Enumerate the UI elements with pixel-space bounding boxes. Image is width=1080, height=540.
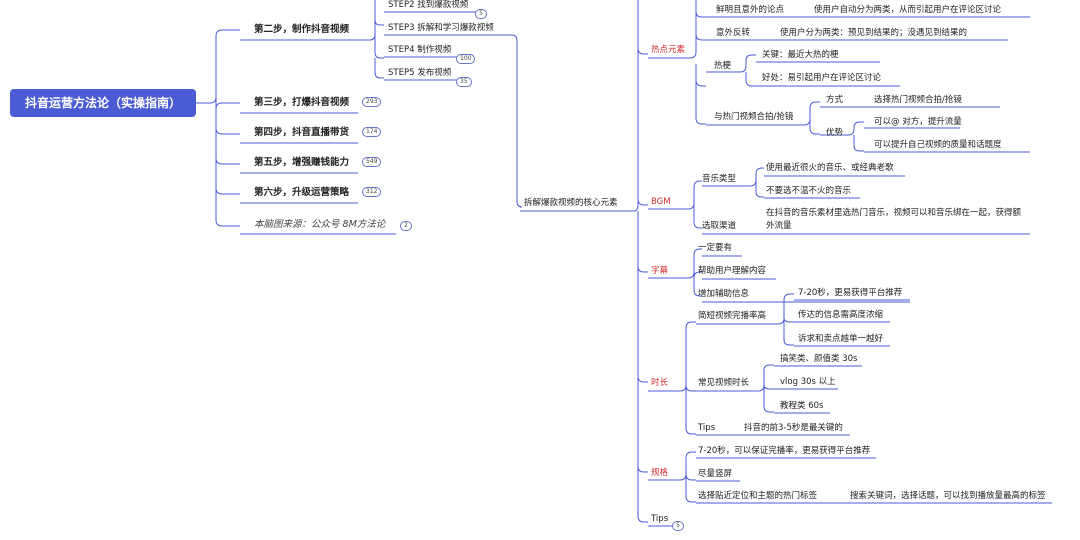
music-type-1[interactable]: 使用最近很火的音乐、或经典老歌 [766, 163, 894, 173]
count-badge[interactable]: 5 [475, 9, 487, 19]
count-badge[interactable]: 35 [456, 77, 472, 87]
advantage-1[interactable]: 可以@ 对方，提升流量 [874, 117, 962, 127]
duet-node[interactable]: 与热门视频合拍/抢镜 [714, 112, 794, 122]
hot-elements-node[interactable]: 热点元素 [651, 45, 686, 55]
step5-node[interactable]: STEP5 发布视频 [388, 68, 452, 78]
count-badge[interactable]: 312 [362, 187, 382, 197]
branch-step2[interactable]: 第二步，制作抖音视频 [254, 24, 350, 35]
step4-node[interactable]: STEP4 制作视频 [388, 45, 452, 55]
common-duration-node[interactable]: 常见视频时长 [698, 378, 750, 388]
branch-step5[interactable]: 第五步，增强赚钱能力 [254, 157, 350, 168]
short-video-node[interactable]: 简短视频完播率高 [698, 311, 767, 321]
count-badge[interactable]: 5 [672, 521, 684, 531]
step2-node[interactable]: STEP2 找到爆款视频 [388, 0, 469, 10]
point-desc[interactable]: 使用户自动分为两类，从而引起用户在评论区讨论 [814, 5, 1002, 15]
reverse-node[interactable]: 意外反转 [716, 28, 751, 38]
method-desc[interactable]: 选择热门视频合拍/抢镜 [874, 95, 962, 105]
duration-node[interactable]: 时长 [651, 378, 669, 388]
count-badge[interactable]: 549 [362, 157, 382, 167]
point-node[interactable]: 鲜明且意外的论点 [716, 5, 785, 15]
music-type-2[interactable]: 不要选不温不火的音乐 [766, 186, 852, 196]
bottom-tips-node[interactable]: Tips [651, 514, 669, 524]
spec-item[interactable]: 选择贴近定位和主题的热门标签 [698, 491, 818, 501]
channel-2[interactable]: 外流量 [766, 221, 792, 231]
core-elements-node[interactable]: 拆解爆款视频的核心元素 [524, 198, 618, 208]
meme-key[interactable]: 关键：最近大热的梗 [762, 50, 839, 60]
channel-1[interactable]: 在抖音的音乐素材里选热门音乐，视频可以和音乐绑在一起，获得额 [766, 208, 1022, 218]
subtitle-item[interactable]: 帮助用户理解内容 [698, 266, 767, 276]
subtitle-node[interactable]: 字幕 [651, 266, 669, 276]
step3-node[interactable]: STEP3 拆解和学习爆款视频 [388, 23, 494, 33]
root-node[interactable]: 抖音运营方法论（实操指南） [10, 89, 196, 117]
count-badge[interactable]: 100 [456, 54, 476, 64]
reverse-desc[interactable]: 使用户分为两类：预见到结果的；没遇见到结果的 [780, 28, 968, 38]
method-node[interactable]: 方式 [826, 95, 844, 105]
spec-node[interactable]: 规格 [651, 468, 669, 478]
subtitle-item[interactable]: 增加辅助信息 [698, 289, 750, 299]
short-item[interactable]: 传达的信息需高度浓缩 [798, 310, 884, 320]
spec-item[interactable]: 尽量竖屏 [698, 469, 733, 479]
subtitle-item[interactable]: 一定要有 [698, 243, 733, 253]
short-item[interactable]: 诉求和卖点越单一越好 [798, 334, 884, 344]
short-item[interactable]: 7-20秒，更易获得平台推荐 [798, 288, 903, 298]
branch-step6[interactable]: 第六步，升级运营策略 [254, 187, 350, 198]
duration-tips-node[interactable]: Tips [698, 423, 716, 433]
advantage-2[interactable]: 可以提升自己视频的质量和话题度 [874, 140, 1002, 150]
count-badge[interactable]: 293 [362, 97, 382, 107]
branch-source[interactable]: 本脑图来源：公众号 8M方法论 [254, 219, 386, 230]
count-badge[interactable]: 2 [400, 221, 412, 231]
advantage-node[interactable]: 优势 [826, 128, 844, 138]
common-item[interactable]: 教程类 60s [780, 401, 824, 411]
branch-step4[interactable]: 第四步，抖音直播带货 [254, 127, 350, 138]
meme-benefit[interactable]: 好处：易引起用户在评论区讨论 [762, 73, 882, 83]
branch-step3[interactable]: 第三步，打爆抖音视频 [254, 97, 350, 108]
spec-item[interactable]: 7-20秒，可以保证完播率，更易获得平台推荐 [698, 446, 871, 456]
spec-tag-desc[interactable]: 搜索关键词，选择话题，可以找到播放量最高的标签 [850, 491, 1046, 501]
meme-node[interactable]: 热梗 [714, 61, 732, 71]
common-item[interactable]: vlog 30s 以上 [780, 377, 836, 387]
duration-tips-desc[interactable]: 抖音的前3-5秒是最关键的 [744, 423, 843, 433]
count-badge[interactable]: 174 [362, 127, 382, 137]
common-item[interactable]: 搞笑类、颜值类 30s [780, 354, 858, 364]
bgm-node[interactable]: BGM [651, 197, 671, 207]
music-type-node[interactable]: 音乐类型 [702, 174, 737, 184]
channel-node[interactable]: 选取渠道 [702, 221, 737, 231]
